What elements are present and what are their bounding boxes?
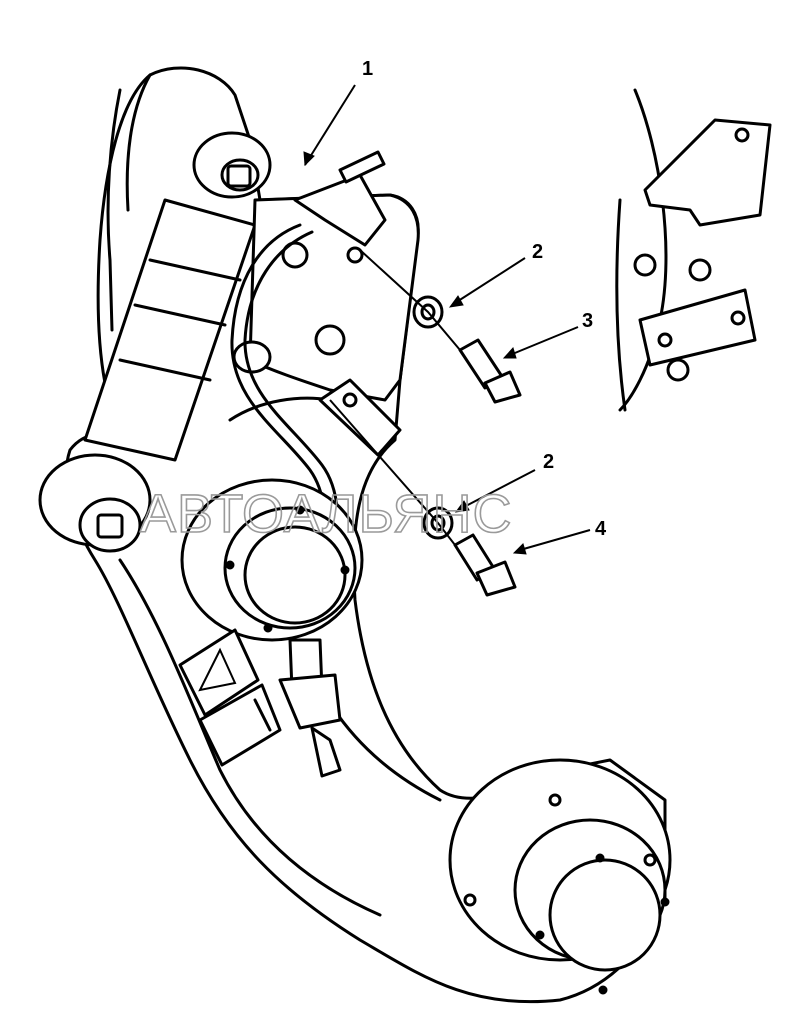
callout-4: 4 — [595, 518, 607, 540]
warning-labels — [178, 628, 282, 767]
bracket-plate — [232, 193, 420, 402]
callout-3: 3 — [582, 310, 593, 332]
bolt-part-3 — [458, 338, 522, 404]
shock-absorber — [38, 131, 272, 553]
hose-clamp — [318, 378, 402, 457]
watermark: АВТОАЛЬЯНС — [140, 484, 512, 544]
upper-hub — [180, 478, 364, 642]
leader-lines — [303, 84, 591, 555]
lower-hub — [448, 758, 672, 995]
bolt-part-4 — [453, 533, 517, 597]
callout-1: 1 — [362, 58, 373, 80]
detail-view — [615, 88, 772, 412]
callout-2-upper: 2 — [532, 241, 543, 263]
callout-2-lower: 2 — [543, 451, 554, 473]
